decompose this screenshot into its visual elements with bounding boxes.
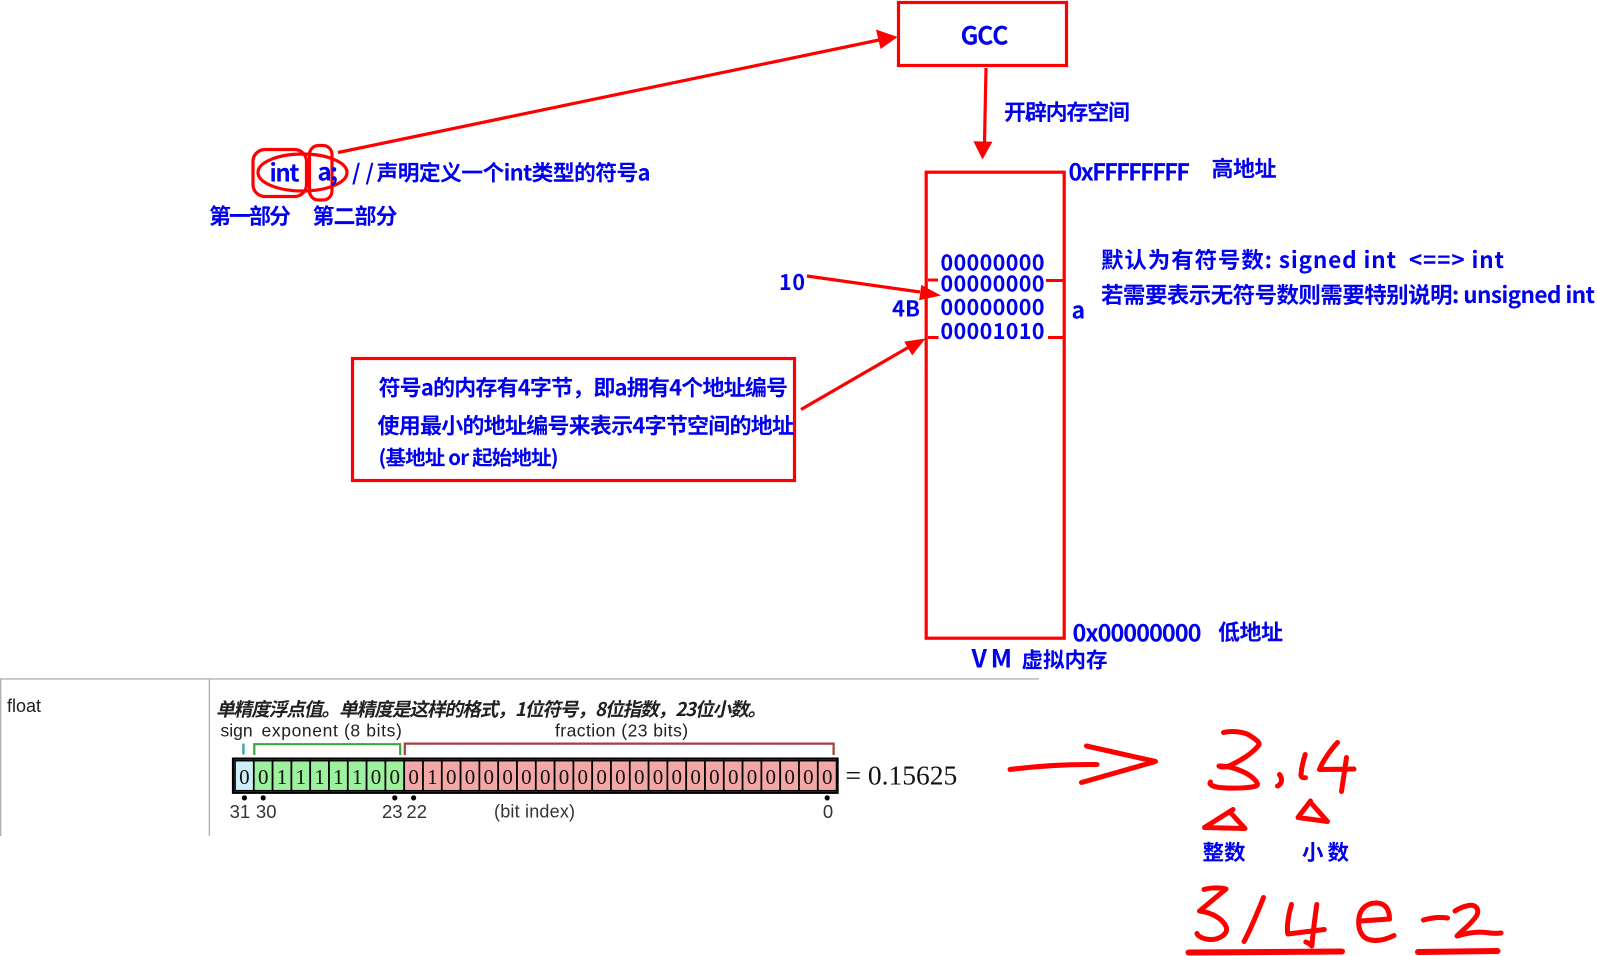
svg-text:0: 0 bbox=[634, 765, 645, 789]
svg-text:(bit index): (bit index) bbox=[494, 802, 575, 822]
svg-text:sign: sign bbox=[221, 721, 253, 741]
svg-text:23: 23 bbox=[382, 801, 403, 822]
svg-text:0: 0 bbox=[578, 765, 589, 789]
svg-text:0: 0 bbox=[747, 765, 758, 789]
svg-text:1: 1 bbox=[314, 765, 325, 789]
svg-text:30: 30 bbox=[256, 801, 277, 822]
svg-text:31: 31 bbox=[230, 801, 251, 822]
svg-text:0: 0 bbox=[615, 765, 626, 789]
svg-text:0: 0 bbox=[822, 765, 833, 789]
svg-text:0: 0 bbox=[766, 765, 777, 789]
svg-text:0: 0 bbox=[690, 765, 701, 789]
svg-text:0: 0 bbox=[239, 765, 250, 789]
svg-text:0: 0 bbox=[390, 765, 401, 789]
svg-text:0: 0 bbox=[728, 765, 739, 789]
svg-text:0: 0 bbox=[465, 765, 476, 789]
svg-text:0: 0 bbox=[258, 765, 269, 789]
svg-text:1: 1 bbox=[296, 765, 307, 789]
svg-text:0: 0 bbox=[672, 765, 683, 789]
svg-text:1: 1 bbox=[427, 765, 438, 789]
svg-text:exponent (8 bits): exponent (8 bits) bbox=[262, 721, 403, 741]
svg-text:0: 0 bbox=[784, 765, 795, 789]
svg-text:0: 0 bbox=[502, 765, 513, 789]
svg-text:0: 0 bbox=[540, 765, 551, 789]
svg-text:0: 0 bbox=[446, 765, 457, 789]
svg-text:1: 1 bbox=[352, 765, 363, 789]
svg-text:0: 0 bbox=[653, 765, 664, 789]
svg-text:float: float bbox=[7, 696, 41, 716]
svg-text:0: 0 bbox=[559, 765, 570, 789]
svg-text:0: 0 bbox=[521, 765, 532, 789]
svg-text:0: 0 bbox=[803, 765, 814, 789]
svg-text:22: 22 bbox=[406, 801, 427, 822]
svg-text:= 0.15625: = 0.15625 bbox=[846, 760, 958, 791]
svg-text:0: 0 bbox=[371, 765, 382, 789]
svg-text:0: 0 bbox=[823, 801, 833, 822]
svg-text:1: 1 bbox=[277, 765, 288, 789]
svg-text:0: 0 bbox=[709, 765, 720, 789]
svg-text:0: 0 bbox=[408, 765, 419, 789]
svg-text:1: 1 bbox=[333, 765, 344, 789]
svg-text:0: 0 bbox=[596, 765, 607, 789]
svg-text:fraction (23 bits): fraction (23 bits) bbox=[555, 721, 689, 741]
svg-text:0: 0 bbox=[484, 765, 495, 789]
